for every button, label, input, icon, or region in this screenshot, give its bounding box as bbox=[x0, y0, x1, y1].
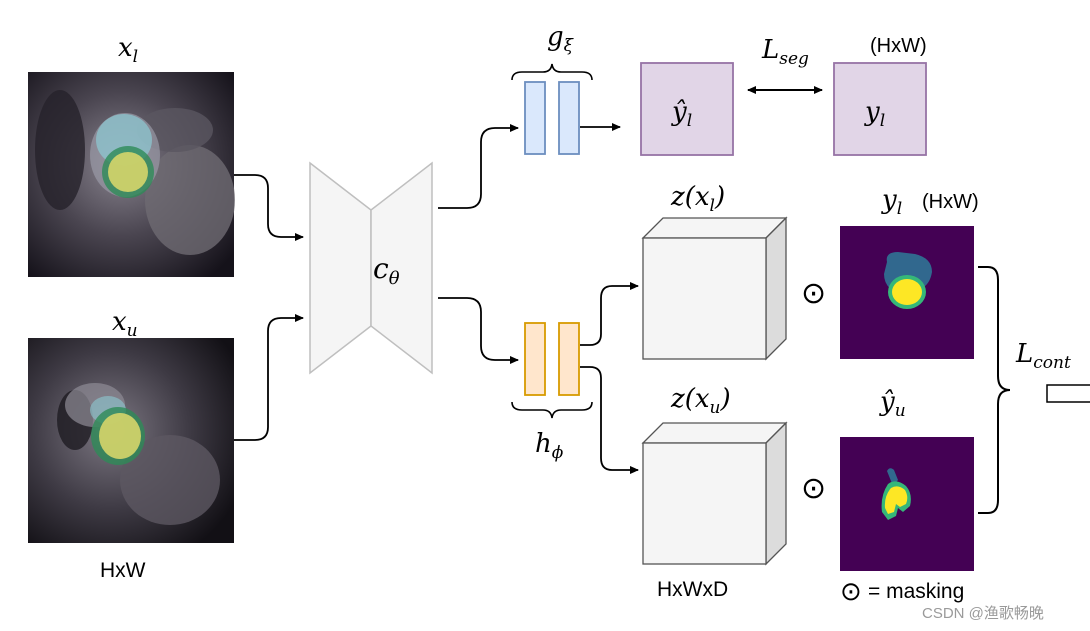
seg-gt-label: yl bbox=[864, 97, 885, 131]
seg-pred-label: ŷl bbox=[671, 97, 692, 131]
feature-shape-label: HxWxD bbox=[657, 578, 728, 601]
contrastive-output-box bbox=[1046, 384, 1090, 403]
arrow-proj-to-zu bbox=[580, 366, 639, 474]
mask-yl-shape: (HxW) bbox=[922, 191, 979, 213]
feature-cube-unlabeled bbox=[641, 421, 788, 566]
arrow-xu-to-encoder bbox=[234, 314, 304, 441]
zu-label: z(xu) bbox=[670, 384, 731, 418]
proj-head-brace bbox=[511, 401, 593, 419]
legend-odot-symbol: ⊙ bbox=[840, 576, 862, 606]
contrastive-brace bbox=[978, 266, 1011, 514]
arrow-xl-to-encoder bbox=[234, 174, 304, 241]
contrastive-loss-label: Lcont bbox=[1015, 339, 1071, 373]
feature-cube-labeled bbox=[641, 216, 788, 361]
mask-labeled bbox=[840, 226, 974, 359]
mask-yu-label: ŷu bbox=[879, 387, 906, 421]
mri-image-labeled bbox=[28, 72, 235, 277]
seg-head-brace bbox=[511, 63, 593, 81]
zl-label: z(xl) bbox=[670, 182, 725, 216]
proj-head-label: hϕ bbox=[535, 429, 564, 463]
seg-shape-label: (HxW) bbox=[870, 35, 927, 57]
arrow-encoder-to-seg-head bbox=[438, 124, 519, 209]
legend: ⊙ = masking bbox=[840, 576, 964, 606]
arrow-encoder-to-proj-head bbox=[438, 297, 519, 364]
seg-head-label: gξ bbox=[547, 22, 575, 56]
proj-head-block bbox=[524, 322, 580, 396]
seg-gt-box bbox=[833, 62, 927, 156]
mri-image-unlabeled bbox=[28, 338, 234, 543]
encoder-label: cθ bbox=[373, 252, 400, 289]
encoder-block bbox=[309, 161, 433, 375]
xu-label: xu bbox=[112, 307, 138, 341]
hw-label: HxW bbox=[100, 559, 146, 582]
legend-text: = masking bbox=[868, 580, 964, 603]
mask-yl-label: yl bbox=[881, 185, 902, 219]
watermark: CSDN @渔歌畅晚 bbox=[922, 605, 1044, 622]
seg-pred-box bbox=[640, 62, 734, 156]
arrow-proj-to-zl bbox=[580, 282, 639, 346]
seg-head-block bbox=[524, 81, 580, 155]
odot-symbol-1: ⊙ bbox=[801, 277, 826, 310]
odot-symbol-2: ⊙ bbox=[801, 472, 826, 505]
xl-label: xl bbox=[118, 33, 138, 67]
mask-unlabeled bbox=[840, 437, 974, 571]
seg-loss-label: Lseg bbox=[761, 35, 809, 69]
